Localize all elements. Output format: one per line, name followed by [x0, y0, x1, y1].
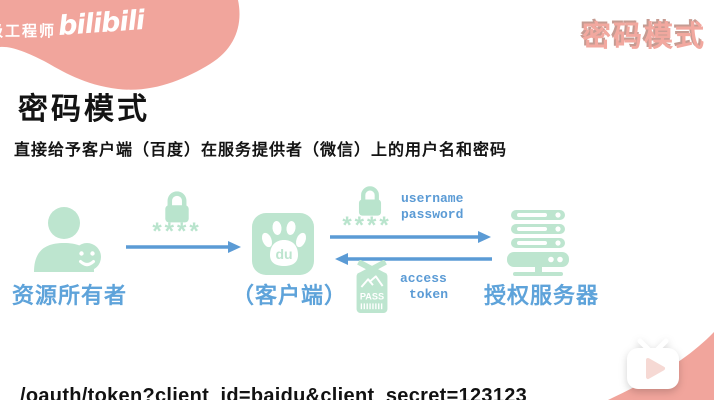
bilibili-tv-play-icon[interactable]	[620, 335, 686, 395]
password-mask: ****	[152, 218, 202, 245]
auth-server-label: 授权服务器	[484, 283, 600, 308]
oauth-request-code: /oauth/token?client_id=baidu&client_secr…	[20, 334, 619, 400]
baidu-du-text: du	[275, 246, 292, 262]
pass-badge-icon: PASS	[356, 260, 388, 314]
client-label: （客户端）	[232, 283, 348, 308]
brand-prefix-text: 级工程师	[0, 23, 57, 40]
arrow-left-icon	[335, 253, 492, 265]
baidu-client-icon: du	[252, 213, 314, 275]
access-line: access	[400, 271, 447, 286]
smiley-icon	[73, 243, 101, 271]
server-icon	[507, 210, 569, 276]
lock-icon	[358, 186, 382, 216]
pink-blob-top-left	[0, 0, 240, 90]
pink-blob-bottom-right	[608, 332, 714, 400]
access-token-label: access token	[400, 271, 448, 303]
oauth-request-line1: /oauth/token?client_id=baidu&client_secr…	[20, 385, 528, 400]
password-mask: ****	[342, 212, 392, 239]
subtitle: 直接给予客户端（百度）在服务提供者（微信）上的用户名和密码	[14, 142, 508, 159]
credentials-password: password	[401, 207, 464, 222]
bilibili-logo: bilibili	[57, 5, 146, 42]
arrow-right-icon	[126, 241, 241, 253]
resource-owner-label: 资源所有者	[12, 283, 128, 308]
pass-badge-text: PASS	[360, 292, 384, 302]
credentials-username: username	[401, 191, 464, 206]
arrow-right-icon	[330, 231, 491, 243]
credentials-label: username password	[401, 191, 463, 223]
lock-icon	[165, 191, 189, 223]
corner-title: 密码模式	[581, 21, 706, 53]
page-title: 密码模式	[18, 93, 150, 126]
token-line: token	[409, 287, 449, 302]
person-icon	[34, 207, 101, 272]
